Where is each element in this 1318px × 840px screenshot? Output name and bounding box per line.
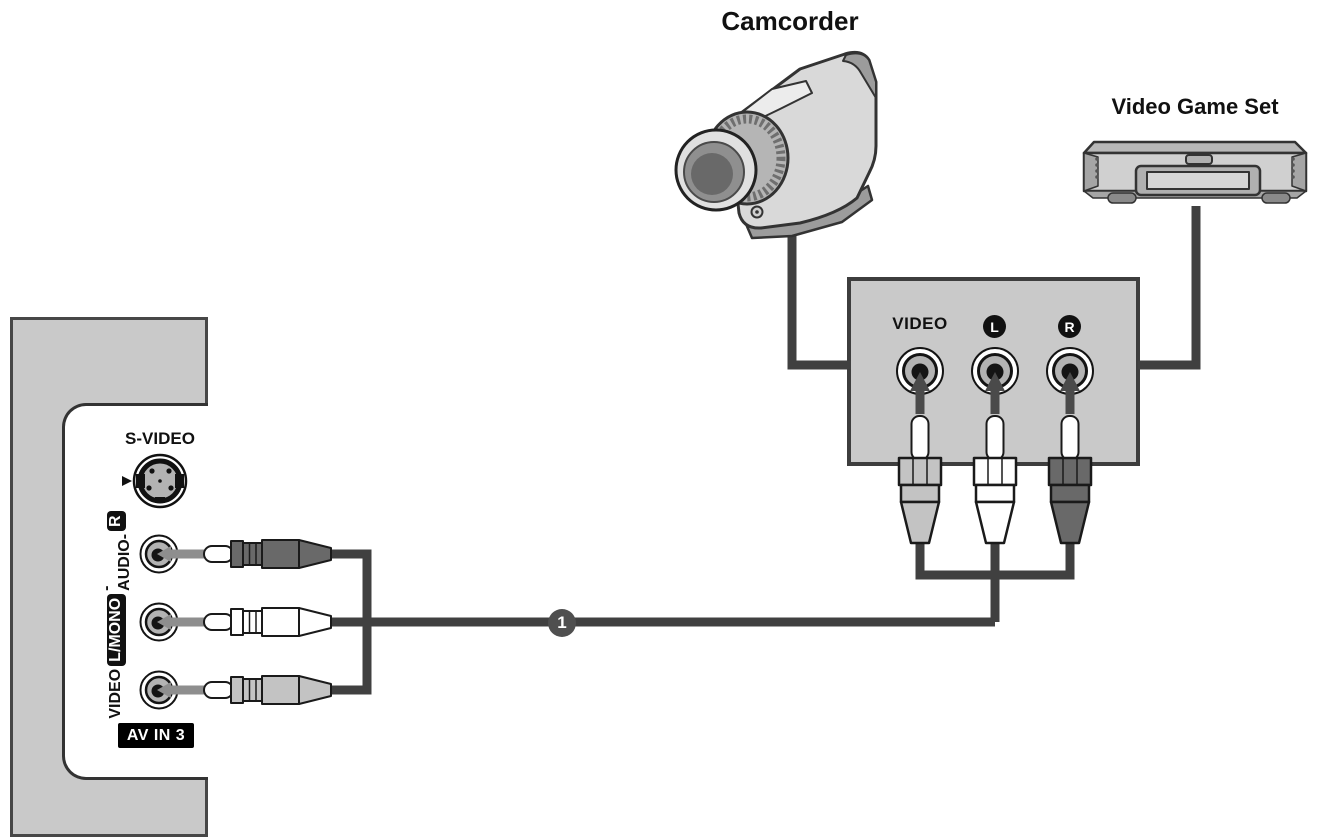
device-jack-panel <box>847 277 1140 466</box>
audio-left-badge: L <box>983 315 1006 338</box>
io-audio-label: -AUDIO- <box>98 533 133 591</box>
s-video-label: S-VIDEO <box>125 429 195 448</box>
audio-right-badge: R <box>1058 315 1081 338</box>
game-set-cable <box>1138 206 1201 370</box>
game-console-illustration <box>1082 140 1308 204</box>
rca-plug-red <box>203 539 332 569</box>
camcorder-label: Camcorder <box>721 6 859 36</box>
io-video-label: VIDEO <box>107 668 124 719</box>
tv-io-rotated-label: VIDEO L/MONO -AUDIO- R <box>98 511 133 719</box>
video-game-set-label: Video Game Set <box>1111 94 1279 119</box>
av-in-3-badge: AV IN 3 <box>118 723 194 748</box>
rca-plug-white <box>203 607 332 637</box>
camcorder-lens <box>674 110 790 212</box>
console-tray <box>1134 164 1262 197</box>
io-r-badge: R <box>106 511 126 531</box>
camcorder-cable <box>787 226 851 370</box>
rca-plug-yellow <box>203 675 332 705</box>
console-slot <box>1185 154 1213 165</box>
cable-marker-1: 1 <box>548 609 576 637</box>
io-lmono-badge: L/MONO <box>106 593 126 666</box>
camcorder-illustration <box>674 51 878 240</box>
tv-rca-plugs <box>203 539 332 705</box>
device-video-label: VIDEO <box>892 314 948 333</box>
